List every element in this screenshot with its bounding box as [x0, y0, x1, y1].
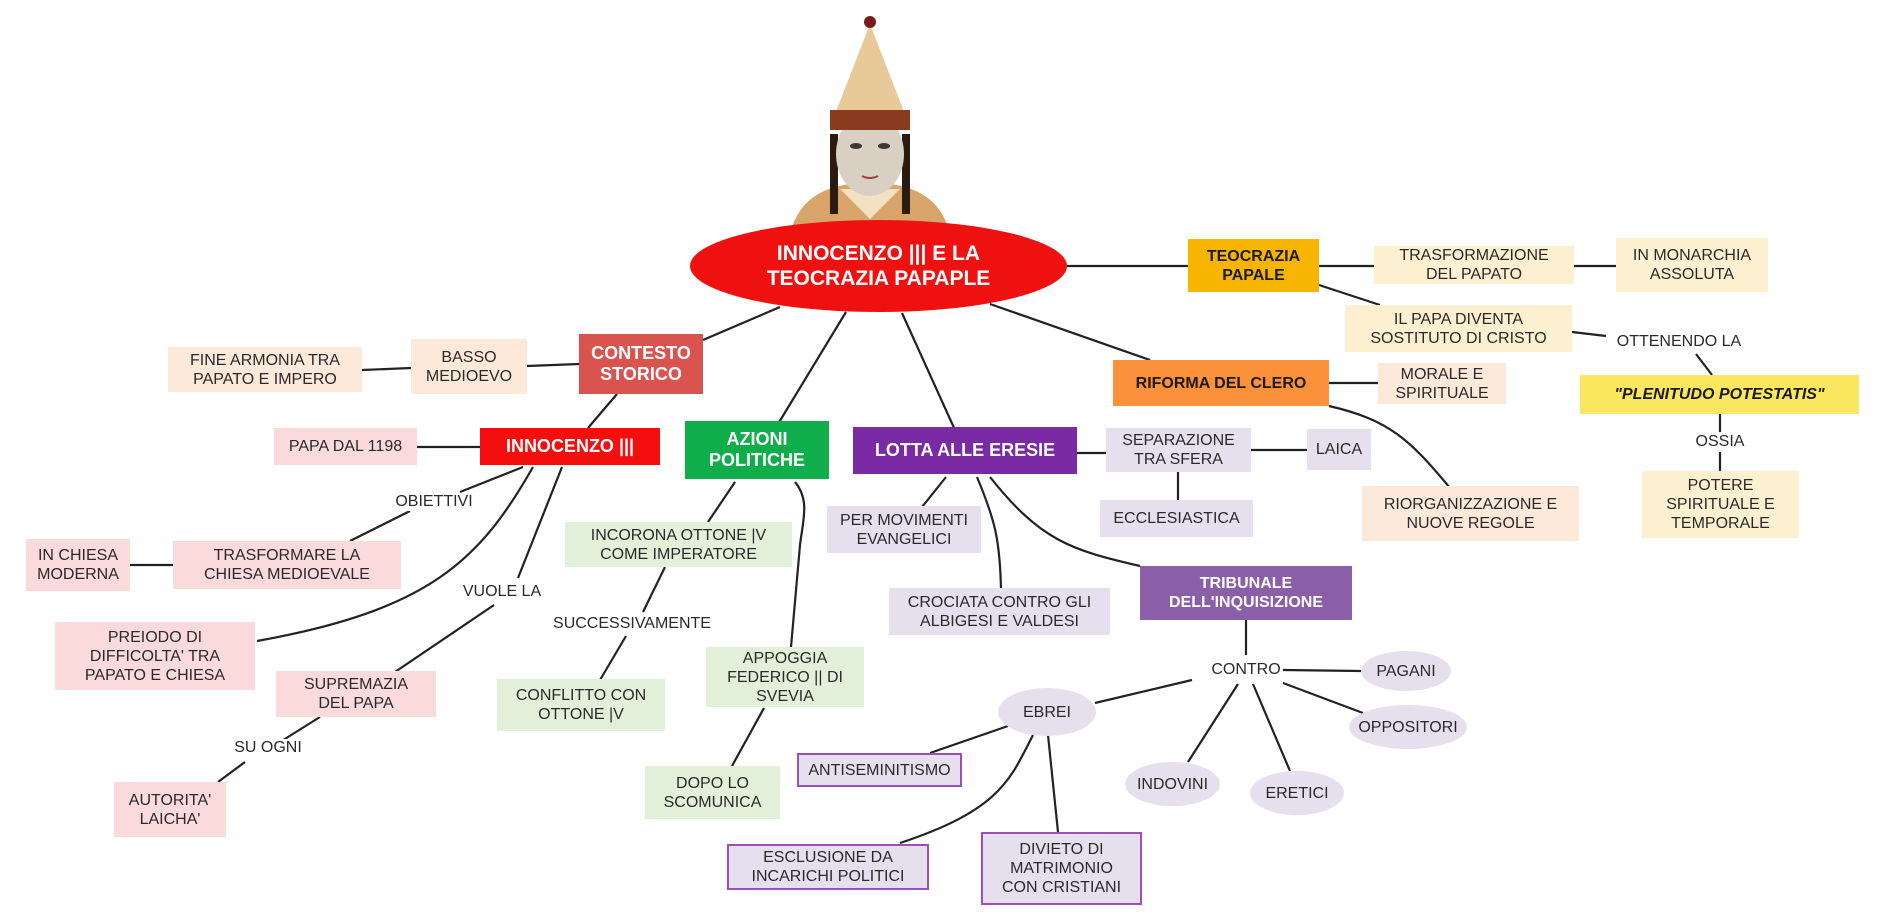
label-contro: CONTRO: [1209, 661, 1283, 679]
pope-portrait-image: [790, 16, 950, 234]
node-azioni-politiche[interactable]: AZIONI POLITICHE: [685, 421, 829, 479]
link-contesto-basso: [526, 362, 580, 368]
pope-collar: [840, 189, 900, 219]
link-central-contesto: [702, 305, 781, 342]
node-teocrazia-papale[interactable]: TEOCRAZIA PAPALE: [1188, 239, 1319, 292]
link-contesto-innocenzo: [587, 393, 618, 429]
node-autorita-laica[interactable]: AUTORITA' LAICHA': [114, 782, 226, 837]
link-obiettivi-trasformare: [349, 510, 411, 542]
node-dopo-scomunica[interactable]: DOPO LO SCOMUNICA: [645, 766, 780, 819]
node-indovini[interactable]: INDOVINI: [1125, 762, 1220, 806]
node-laica[interactable]: LAICA: [1307, 429, 1371, 470]
link-riforma-riorg: [1328, 404, 1451, 489]
pope-tiara-band: [830, 110, 910, 130]
link-ottenendo-plenitudo: [1695, 353, 1713, 376]
link-contro-eretici: [1251, 683, 1292, 772]
link-ebrei-divieto: [1046, 734, 1060, 833]
link-vuole-supremazia: [394, 604, 495, 673]
link-suogni-autorita: [217, 761, 246, 783]
node-papa-dal-1198[interactable]: PAPA DAL 1198: [274, 428, 417, 465]
link-innocenzo-periodo: [256, 466, 534, 643]
node-separazione-sfera[interactable]: SEPARAZIONE TRA SFERA: [1106, 428, 1251, 472]
link-lotta-crociata: [975, 476, 1003, 591]
pope-mouth: [861, 175, 879, 179]
node-tribunale-inquisizione[interactable]: TRIBUNALE DELL'INQUISIZIONE: [1140, 566, 1352, 620]
link-innocenzo-obiettivi: [459, 465, 524, 494]
link-incorona-succ: [642, 566, 666, 613]
central-topic[interactable]: INNOCENZO ||| E LA TEOCRAZIA PAPAPLE: [690, 220, 1067, 312]
link-contro-indovini: [1187, 683, 1239, 763]
link-central-riforma: [989, 302, 1151, 362]
pope-eye-left: [850, 143, 862, 149]
label-ottenendo-la: OTTENENDO LA: [1614, 333, 1744, 351]
node-fine-armonia[interactable]: FINE ARMONIA TRA PAPATO E IMPERO: [168, 347, 362, 392]
link-innocenzo-vuole: [516, 466, 564, 579]
node-trasformare-chiesa[interactable]: TRASFORMARE LA CHIESA MEDIOEVALE: [173, 541, 401, 589]
pope-eye-right: [878, 143, 890, 149]
pope-tiara: [832, 24, 908, 122]
node-esclusione[interactable]: ESCLUSIONE DA INCARICHI POLITICI: [727, 844, 929, 890]
label-ossia: OSSIA: [1693, 433, 1747, 451]
pope-hair-left: [830, 134, 838, 214]
label-vuole-la: VUOLE LA: [460, 583, 544, 601]
node-innocenzo-iii[interactable]: INNOCENZO |||: [480, 428, 660, 465]
node-oppositori[interactable]: OPPOSITORI: [1349, 705, 1467, 749]
link-succ-conflitto: [599, 635, 627, 681]
link-azioni-appoggia: [789, 481, 806, 648]
link-teocrazia-sostituto: [1318, 283, 1381, 307]
link-central-lotta: [900, 312, 957, 431]
link-supremazia-suogni: [279, 716, 321, 743]
node-morale-spirituale[interactable]: MORALE E SPIRITUALE: [1378, 363, 1506, 404]
node-trasformazione-papato[interactable]: TRASFORMAZIONE DEL PAPATO: [1374, 246, 1574, 284]
node-crociata[interactable]: CROCIATA CONTRO GLI ALBIGESI E VALDESI: [889, 588, 1110, 635]
link-basso-fine: [361, 366, 412, 372]
label-su-ogni: SU OGNI: [232, 739, 304, 757]
node-movimenti-evangelici[interactable]: PER MOVIMENTI EVANGELICI: [827, 506, 981, 553]
node-plenitudo-potestatis[interactable]: "PLENITUDO POTESTATIS": [1580, 375, 1859, 414]
node-antiseminitismo[interactable]: ANTISEMINITISMO: [797, 753, 962, 787]
link-appoggia-dopo: [731, 707, 765, 767]
pope-face: [836, 112, 904, 196]
link-contro-pagani: [1282, 668, 1362, 673]
node-appoggia-federico[interactable]: APPOGGIA FEDERICO || DI SVEVIA: [706, 647, 864, 707]
node-ebrei[interactable]: EBREI: [998, 688, 1096, 736]
link-azioni-incorona: [707, 481, 736, 523]
link-lotta-tribunale: [989, 476, 1141, 568]
pope-hair-right: [902, 134, 910, 214]
node-chiesa-moderna[interactable]: IN CHIESA MODERNA: [26, 539, 130, 591]
node-incorona-ottone[interactable]: INCORONA OTTONE |V COME IMPERATORE: [565, 522, 792, 567]
node-sostituto-cristo[interactable]: IL PAPA DIVENTA SOSTITUTO DI CRISTO: [1345, 305, 1572, 352]
node-monarchia-assoluta[interactable]: IN MONARCHIA ASSOLUTA: [1616, 238, 1768, 292]
label-obiettivi: OBIETTIVI: [393, 493, 475, 511]
node-riforma-clero[interactable]: RIFORMA DEL CLERO: [1113, 360, 1329, 406]
link-sostituto-ottenendo: [1571, 330, 1607, 338]
node-riorganizzazione[interactable]: RIORGANIZZAZIONE E NUOVE REGOLE: [1362, 486, 1579, 541]
node-conflitto-ottone[interactable]: CONFLITTO CON OTTONE |V: [497, 679, 665, 731]
node-divieto[interactable]: DIVIETO DI MATRIMONIO CON CRISTIANI: [981, 832, 1142, 905]
link-contro-oppositori: [1282, 681, 1364, 715]
node-periodo-difficolta[interactable]: PREIODO DI DIFFICOLTA' TRA PAPATO E CHIE…: [55, 622, 255, 690]
node-pagani[interactable]: PAGANI: [1361, 651, 1451, 691]
link-ebrei-antisem: [929, 724, 1009, 755]
link-ebrei-esclusione: [899, 734, 1034, 845]
node-lotta-eresie[interactable]: LOTTA ALLE ERESIE: [853, 427, 1077, 474]
link-central-azioni: [777, 311, 847, 425]
pope-tiara-tip: [864, 16, 876, 28]
label-successivamente: SUCCESSIVAMENTE: [551, 615, 713, 633]
node-supremazia-papa[interactable]: SUPREMAZIA DEL PAPA: [276, 671, 436, 717]
link-lotta-movimenti: [921, 476, 947, 508]
node-basso-medioevo[interactable]: BASSO MEDIOEVO: [411, 339, 527, 394]
node-ecclesiastica[interactable]: ECCLESIASTICA: [1100, 500, 1253, 537]
node-eretici[interactable]: ERETICI: [1250, 771, 1344, 815]
node-contesto-storico[interactable]: CONTESTO STORICO: [579, 334, 703, 394]
node-potere-spirituale[interactable]: POTERE SPIRITUALE E TEMPORALE: [1642, 471, 1799, 538]
link-contro-ebrei: [1094, 678, 1193, 705]
